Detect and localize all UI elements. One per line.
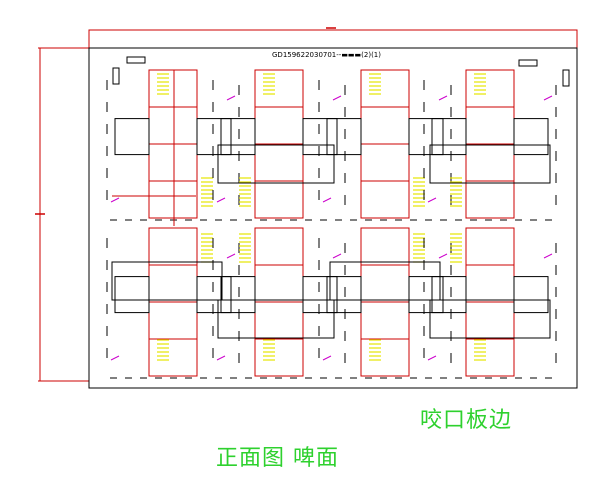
side-flap-right xyxy=(408,276,444,314)
reg-mark-top-right xyxy=(518,59,538,67)
registration-tick xyxy=(427,197,437,203)
registration-tick xyxy=(110,197,120,203)
registration-tick xyxy=(216,355,226,361)
side-flap-left xyxy=(326,118,362,156)
dimension-frame-top xyxy=(88,29,578,49)
registration-tick xyxy=(322,197,332,203)
registration-tick xyxy=(543,253,553,259)
center-flap xyxy=(111,261,223,301)
registration-tick xyxy=(438,95,448,101)
side-flap-right xyxy=(408,118,444,156)
side-flap-right xyxy=(513,118,549,156)
center-flap xyxy=(429,144,551,184)
registration-tick xyxy=(438,253,448,259)
center-flap xyxy=(217,144,335,184)
side-flap-left xyxy=(220,118,256,156)
center-flap xyxy=(429,299,551,339)
registration-tick xyxy=(322,355,332,361)
center-flap xyxy=(217,299,335,339)
registration-tick xyxy=(543,95,553,101)
registration-tick xyxy=(226,95,236,101)
side-flap-left xyxy=(431,118,467,156)
registration-tick xyxy=(332,95,342,101)
reg-mark-top-left xyxy=(126,56,146,64)
registration-tick xyxy=(332,253,342,259)
registration-tick xyxy=(427,355,437,361)
registration-tick xyxy=(216,197,226,203)
registration-tick xyxy=(110,355,120,361)
side-flap-right xyxy=(513,276,549,314)
title-block-text: GD159622030701--▬▬▬(2)(1) xyxy=(272,51,381,59)
center-flap xyxy=(329,261,441,301)
die-layout xyxy=(106,69,557,379)
registration-tick xyxy=(226,253,236,259)
side-flap-right xyxy=(196,118,232,156)
side-flap-left xyxy=(114,276,150,314)
reg-mark-right xyxy=(562,69,570,87)
side-flap-left xyxy=(114,118,150,156)
front-label: 正面图 啤面 xyxy=(216,446,339,471)
side-flap-right xyxy=(302,118,338,156)
reg-mark-left xyxy=(112,67,120,85)
edge-label: 咬口板边 xyxy=(420,408,513,433)
side-flap-left xyxy=(431,276,467,314)
side-flap-left xyxy=(220,276,256,314)
side-flap-left xyxy=(326,276,362,314)
sheet-border xyxy=(88,47,578,389)
side-flap-right xyxy=(196,276,232,314)
side-flap-right xyxy=(302,276,338,314)
